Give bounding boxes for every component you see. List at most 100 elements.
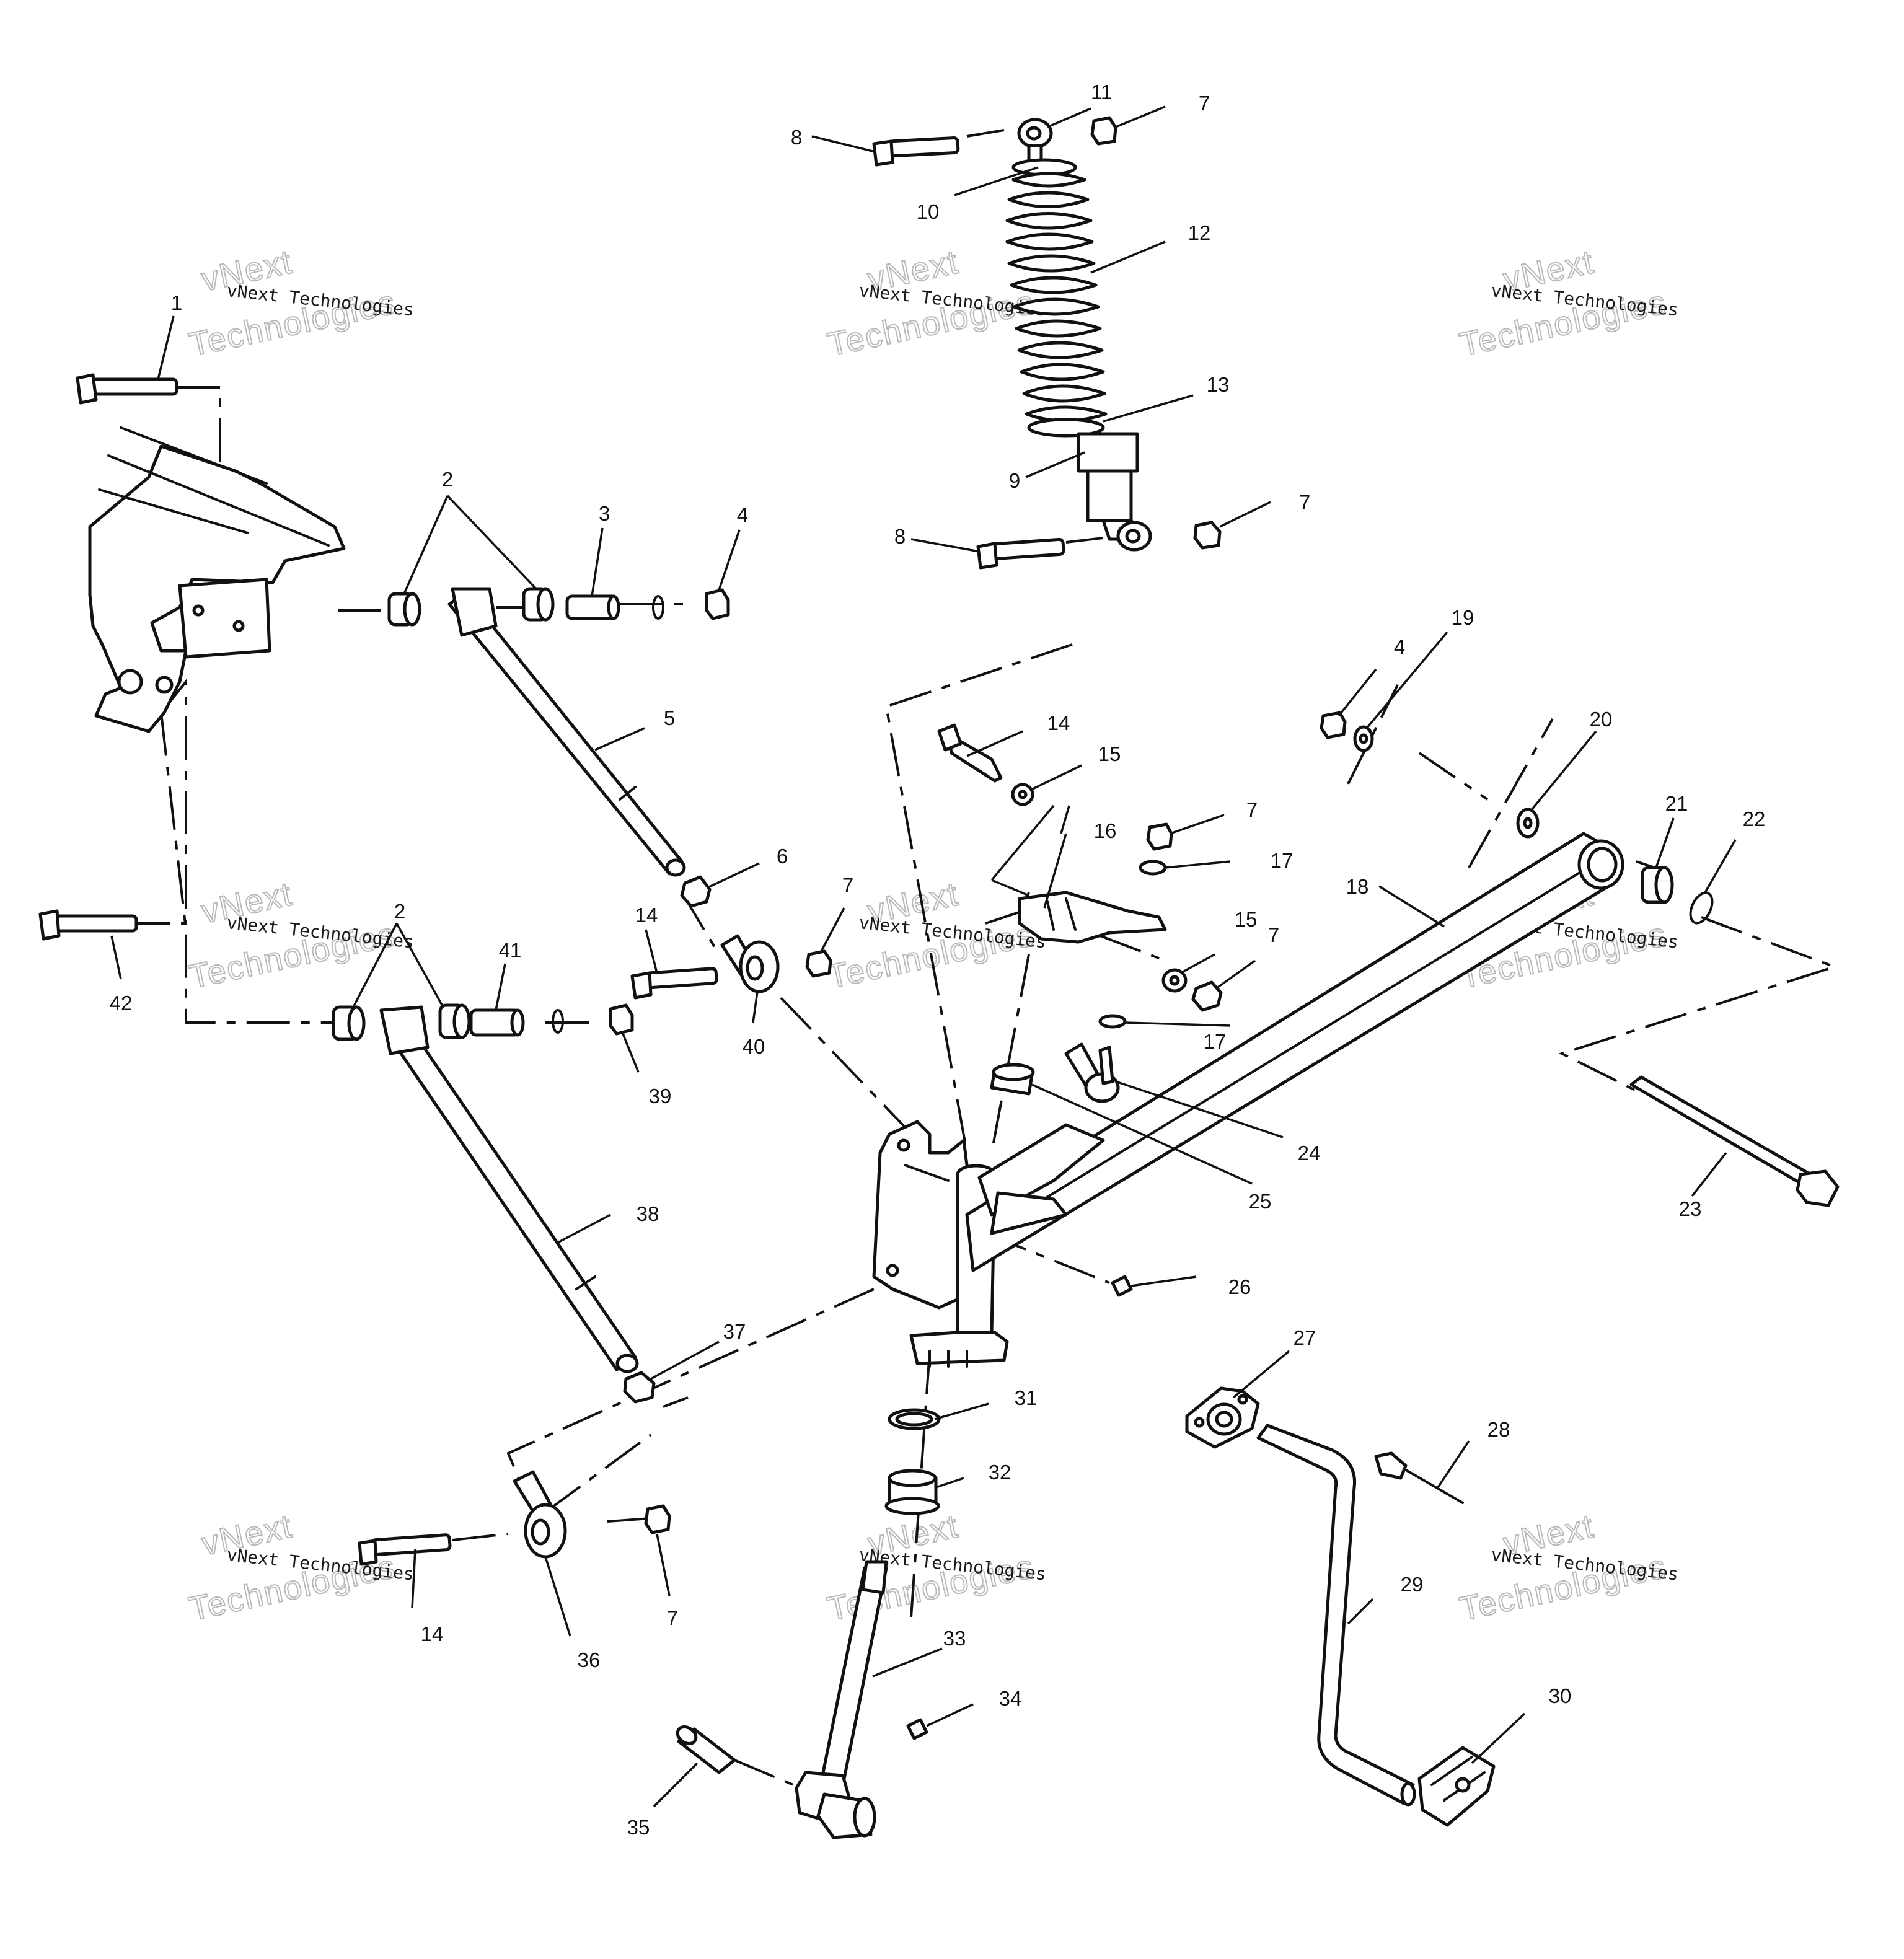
- leader-line: [1025, 451, 1085, 478]
- plate-bolt-hole: [1237, 1394, 1248, 1405]
- coil-spring: [1005, 172, 1108, 423]
- watermark-top-right: vNext Technologies vNext Technologies: [1456, 242, 1679, 364]
- bushing-face: [1654, 866, 1674, 904]
- callout-33: 33: [943, 1627, 966, 1650]
- bushing-32: [884, 1469, 940, 1515]
- leader-line: [544, 1556, 571, 1637]
- leader-line: [1029, 764, 1082, 791]
- callout-22: 22: [1743, 808, 1766, 830]
- callout-24: 24: [1298, 1142, 1321, 1164]
- sleeve-face: [510, 1008, 525, 1037]
- leader-line: [1232, 1350, 1290, 1399]
- leader-line: [752, 991, 759, 1023]
- callout-25: 25: [1249, 1190, 1272, 1213]
- callout-7: 7: [842, 874, 853, 897]
- leader-line: [157, 315, 175, 380]
- callout-15: 15: [1235, 908, 1258, 931]
- callout-1: 1: [171, 291, 182, 314]
- leader-line: [591, 527, 604, 597]
- coil: [1005, 232, 1094, 251]
- leader-line: [954, 166, 1039, 196]
- washer-hole: [1018, 790, 1028, 799]
- coil: [1011, 172, 1086, 188]
- leader-line: [872, 1647, 943, 1678]
- callout-10: 10: [917, 200, 940, 223]
- bolt-14-upper: [937, 723, 1003, 783]
- bolt-shank: [646, 967, 718, 990]
- arm-tube-end: [615, 1354, 639, 1373]
- bushing-face: [403, 592, 421, 627]
- bolt-8-lower: [976, 537, 1065, 570]
- joint-pin: [1098, 1046, 1114, 1085]
- callout-8: 8: [894, 525, 906, 548]
- bracket-hole: [155, 676, 174, 694]
- leader-line: [1124, 1021, 1231, 1027]
- arm-pivot-hole: [1587, 847, 1618, 883]
- callout-23: 23: [1679, 1197, 1702, 1220]
- leader-lines: [110, 105, 1737, 1808]
- bracket-edge: [1046, 897, 1077, 931]
- bolt-shank: [370, 1533, 452, 1557]
- hex-nut-7: [644, 1504, 671, 1534]
- ball-joint-hole: [746, 955, 764, 981]
- assembly-line: [544, 1433, 652, 1513]
- arm-thread-line: [575, 1275, 596, 1290]
- grease-fitting-34: [906, 1718, 928, 1740]
- callout-37: 37: [723, 1320, 746, 1343]
- callout-11: 11: [1091, 81, 1112, 103]
- callout-9: 9: [1009, 469, 1020, 492]
- callout-numbers: 1 2 3 4 5 6 7 14 40 41 2 42 39 38 37 14 …: [110, 81, 1766, 1839]
- bolt-shank: [946, 733, 1003, 783]
- washer-hole: [1359, 733, 1368, 744]
- callout-15: 15: [1098, 742, 1121, 765]
- lower-a-arm: [379, 1005, 639, 1373]
- leader-line: [1365, 631, 1448, 729]
- arm-gusset: [977, 1123, 1105, 1217]
- bracket-plate: [178, 578, 271, 659]
- leader-line: [990, 804, 1055, 881]
- leader-line: [1130, 1275, 1197, 1287]
- frame-bracket: [88, 426, 346, 733]
- callout-14: 14: [421, 1622, 444, 1645]
- shock-absorber: [1005, 118, 1152, 552]
- callout-19: 19: [1452, 606, 1474, 629]
- callout-7: 7: [1299, 491, 1310, 514]
- arm-tube-end: [665, 858, 686, 877]
- snap-ring-inner: [895, 1412, 933, 1427]
- leader-line: [403, 495, 449, 594]
- bracket-hole: [192, 604, 205, 617]
- foot-peg-30: [1417, 1746, 1496, 1827]
- shock-body-upper: [1077, 432, 1139, 473]
- callout-32: 32: [989, 1461, 1011, 1484]
- watermark-top-left: vNext Technologies vNext Technologies: [185, 242, 415, 364]
- callout-2: 2: [442, 468, 453, 491]
- leader-line: [557, 1213, 611, 1244]
- peg-hole: [1455, 1777, 1471, 1793]
- coil: [1020, 363, 1105, 381]
- leader-line: [1115, 1080, 1284, 1138]
- spacer-35: [676, 1725, 736, 1774]
- leader-line: [718, 529, 741, 591]
- leader-line: [1170, 814, 1225, 835]
- callout-18: 18: [1346, 875, 1369, 898]
- washer-17: [1098, 1014, 1127, 1029]
- frame-rail-line: [107, 454, 330, 547]
- washer-hole: [1523, 817, 1533, 829]
- bracket-hole: [232, 620, 245, 632]
- bolt-shank: [990, 537, 1065, 561]
- arm-tube: [447, 590, 684, 876]
- leader-line: [622, 1033, 640, 1073]
- leader-line: [352, 923, 398, 1008]
- callout-34: 34: [999, 1687, 1022, 1710]
- leader-line: [1655, 817, 1675, 868]
- spindle-sleeve-end: [853, 1797, 876, 1838]
- callout-17: 17: [1271, 849, 1294, 872]
- bolt-shank: [888, 136, 960, 158]
- leader-line: [1180, 953, 1215, 974]
- arm-pivot-housing: [379, 1005, 430, 1055]
- bolt-head: [38, 909, 61, 941]
- leader-line: [1103, 394, 1194, 423]
- coil: [1015, 319, 1102, 338]
- leader-line: [1378, 885, 1445, 928]
